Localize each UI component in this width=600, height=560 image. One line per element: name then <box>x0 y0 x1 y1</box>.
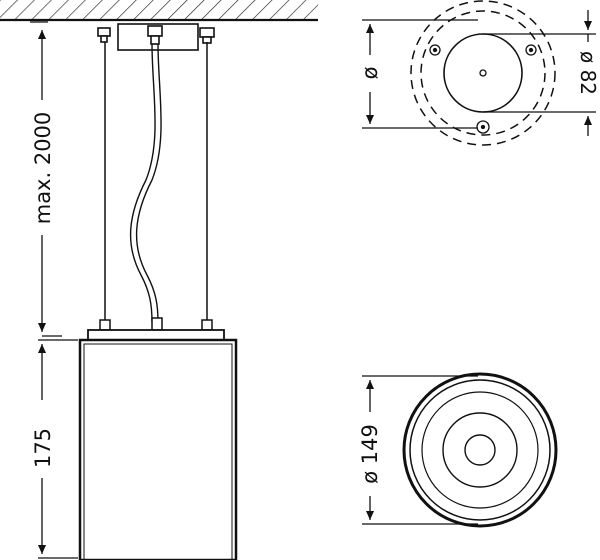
dimension-outer-diameter <box>362 19 478 129</box>
canopy-mounting-holes <box>429 44 537 134</box>
dimension-luminaire-diameter <box>362 375 478 525</box>
side-view: max. 2000 175 <box>0 0 318 560</box>
canopy-top-view: ø ø 82 <box>358 0 600 146</box>
wire-grippers <box>99 317 213 331</box>
suspension-wires <box>104 42 208 322</box>
suspension-length-label: max. 2000 <box>31 112 55 225</box>
dimension-luminaire-height <box>38 339 78 559</box>
luminaire-body <box>78 329 238 560</box>
luminaire-bottom-view: ø 149 <box>358 372 558 528</box>
power-cable <box>129 43 162 323</box>
luminaire-diameter-label: ø 149 <box>358 424 382 484</box>
ceiling <box>0 0 318 22</box>
luminaire-height-label: 175 <box>31 428 55 468</box>
dimension-canopy-diameter <box>483 10 596 136</box>
dimension-suspension-length <box>30 21 62 337</box>
canopy-diameter-label: ø 82 <box>576 51 600 95</box>
ceiling-canopy <box>97 23 215 51</box>
outer-diameter-label: ø <box>358 66 382 79</box>
